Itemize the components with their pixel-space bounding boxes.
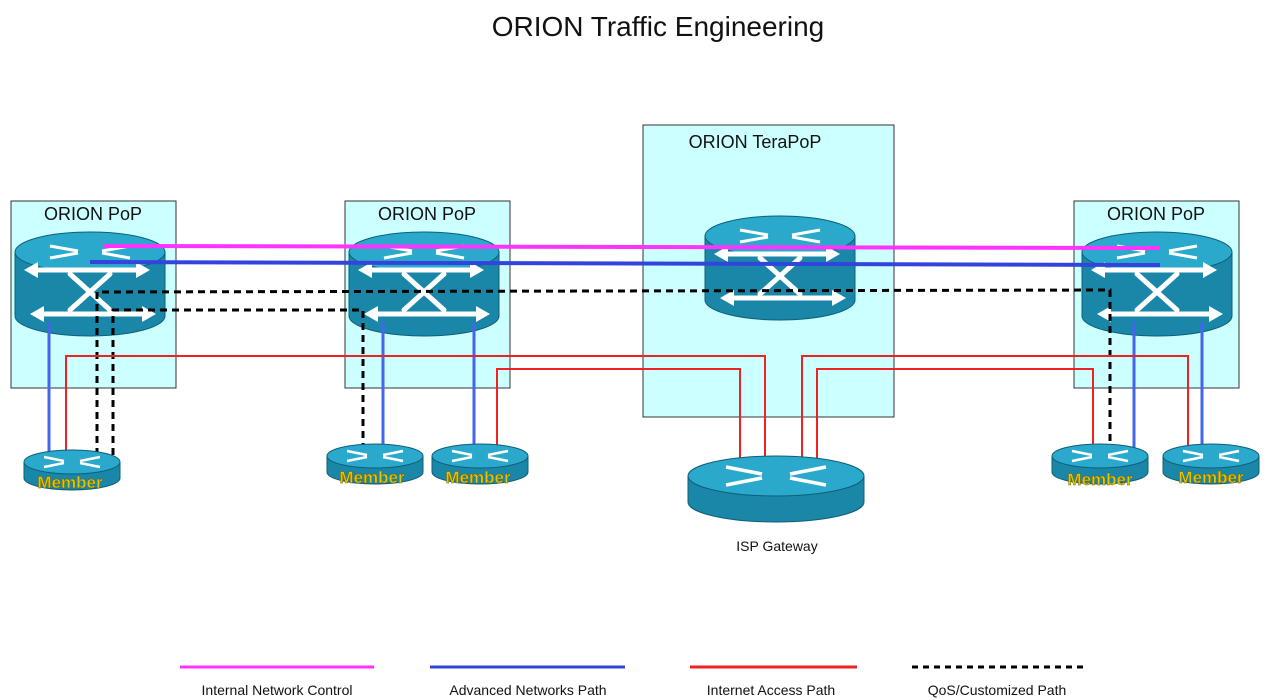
member-label: Member — [1067, 470, 1133, 489]
legend-label-internal: Internal Network Control — [202, 682, 353, 698]
legend-label-internet: Internet Access Path — [707, 682, 835, 698]
qos-path — [95, 288, 1112, 455]
pop-label-3: ORION PoP — [1107, 204, 1205, 224]
member-label: Member — [445, 468, 511, 487]
internet-access-path — [65, 355, 1189, 472]
pop-label-2: ORION PoP — [378, 204, 476, 224]
pop-label-1: ORION PoP — [44, 204, 142, 224]
isp-gateway-label: ISP Gateway — [736, 538, 817, 554]
advanced-path-drops — [47, 322, 1204, 458]
internal-control-path — [103, 244, 1161, 250]
legend: Internal Network Control Advanced Networ… — [180, 665, 1085, 698]
diagram-title: ORION Traffic Engineering — [492, 11, 825, 42]
terapop-label: ORION TeraPoP — [689, 132, 822, 152]
legend-label-advanced: Advanced Networks Path — [449, 682, 606, 698]
member-label: Member — [339, 468, 405, 487]
member-label: Member — [1178, 468, 1244, 487]
advanced-path-backbone — [89, 260, 1161, 267]
gateway-router-icon — [686, 454, 866, 524]
legend-label-qos: QoS/Customized Path — [928, 682, 1067, 698]
core-router-icon — [705, 216, 855, 320]
member-label: Member — [37, 473, 103, 492]
